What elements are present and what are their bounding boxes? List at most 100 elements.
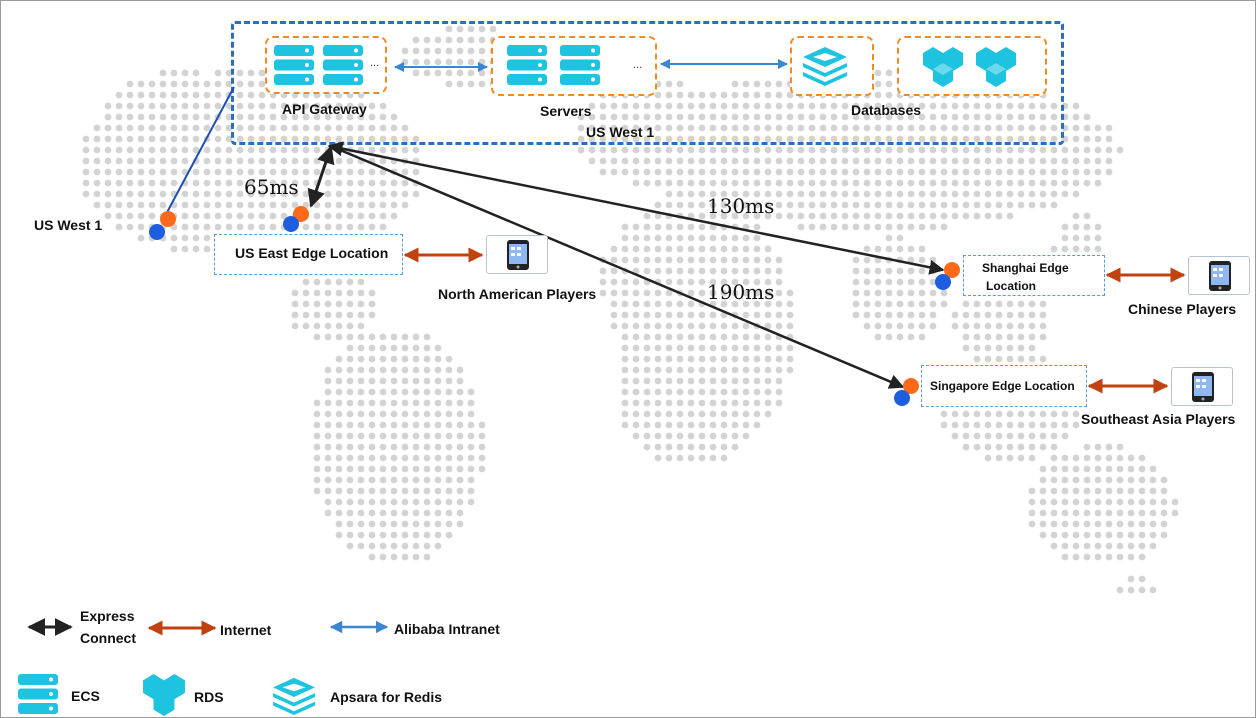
map-dot	[654, 135, 662, 143]
map-dot	[159, 201, 167, 209]
map-dot	[1006, 333, 1014, 341]
map-dot	[698, 311, 706, 319]
map-dot	[643, 399, 651, 407]
map-dot	[984, 454, 992, 462]
map-dot	[269, 157, 277, 165]
map-dot	[379, 366, 387, 374]
map-dot	[742, 377, 750, 385]
map-dot	[390, 454, 398, 462]
map-dot	[643, 124, 651, 132]
map-dot	[346, 443, 354, 451]
map-dot	[720, 91, 728, 99]
map-dot	[181, 91, 189, 99]
map-dot	[698, 421, 706, 429]
map-dot	[1149, 509, 1157, 517]
map-dot	[676, 410, 684, 418]
map-dot	[159, 113, 167, 121]
map-dot	[885, 311, 893, 319]
map-dot	[1083, 124, 1091, 132]
map-dot	[379, 421, 387, 429]
map-dot	[379, 344, 387, 352]
map-dot	[258, 124, 266, 132]
map-dot	[698, 278, 706, 286]
map-dot	[764, 311, 772, 319]
map-dot	[676, 311, 684, 319]
map-dot	[104, 124, 112, 132]
map-dot	[775, 124, 783, 132]
map-dot	[610, 278, 618, 286]
map-dot	[885, 278, 893, 286]
map-dot	[753, 366, 761, 374]
map-dot	[236, 157, 244, 165]
map-dot	[170, 245, 178, 253]
map-dot	[643, 377, 651, 385]
map-dot	[324, 509, 332, 517]
map-dot	[962, 344, 970, 352]
map-dot	[324, 454, 332, 462]
map-dot	[885, 322, 893, 330]
map-dot	[1028, 201, 1036, 209]
map-dot	[885, 69, 893, 77]
map-dot	[1094, 168, 1102, 176]
singapore-edge-label: Singapore Edge Location	[930, 379, 1075, 393]
map-dot	[1028, 410, 1036, 418]
map-dot	[687, 432, 695, 440]
map-dot	[852, 124, 860, 132]
map-dot	[1039, 498, 1047, 506]
map-dot	[203, 124, 211, 132]
map-dot	[368, 311, 376, 319]
map-dot	[687, 388, 695, 396]
map-dot	[379, 333, 387, 341]
map-dot	[764, 377, 772, 385]
map-dot	[214, 157, 222, 165]
map-dot	[907, 289, 915, 297]
servers-label: Servers	[540, 103, 592, 119]
map-dot	[610, 322, 618, 330]
map-dot	[126, 179, 134, 187]
map-dot	[764, 410, 772, 418]
map-dot	[643, 388, 651, 396]
map-dot	[654, 454, 662, 462]
map-dot	[874, 300, 882, 308]
map-dot	[291, 300, 299, 308]
map-dot	[962, 432, 970, 440]
map-dot	[929, 278, 937, 286]
map-dot	[445, 25, 453, 33]
map-dot	[192, 212, 200, 220]
map-dot	[951, 190, 959, 198]
map-dot	[236, 102, 244, 110]
map-dot	[192, 91, 200, 99]
map-dot	[478, 454, 486, 462]
map-dot	[731, 443, 739, 451]
map-dot	[434, 509, 442, 517]
map-dot	[643, 355, 651, 363]
map-dot	[291, 168, 299, 176]
map-dot	[291, 146, 299, 154]
region-label: US West 1	[586, 124, 655, 140]
map-dot	[995, 113, 1003, 121]
map-dot	[401, 432, 409, 440]
map-dot	[676, 80, 684, 88]
map-dot	[148, 168, 156, 176]
map-dot	[698, 377, 706, 385]
map-dot	[621, 289, 629, 297]
map-dot	[1050, 157, 1058, 165]
map-dot	[456, 465, 464, 473]
map-dot	[82, 146, 90, 154]
map-dot	[137, 146, 145, 154]
map-dot	[632, 421, 640, 429]
map-dot	[1006, 421, 1014, 429]
map-dot	[918, 135, 926, 143]
map-dot	[1061, 465, 1069, 473]
map-dot	[379, 498, 387, 506]
map-dot	[1105, 542, 1113, 550]
map-dot	[676, 454, 684, 462]
map-dot	[687, 443, 695, 451]
map-dot	[1072, 553, 1080, 561]
map-dot	[214, 212, 222, 220]
map-dot	[687, 421, 695, 429]
map-dot	[1127, 520, 1135, 528]
map-dot	[1171, 498, 1179, 506]
map-dot	[280, 157, 288, 165]
map-dot	[720, 278, 728, 286]
